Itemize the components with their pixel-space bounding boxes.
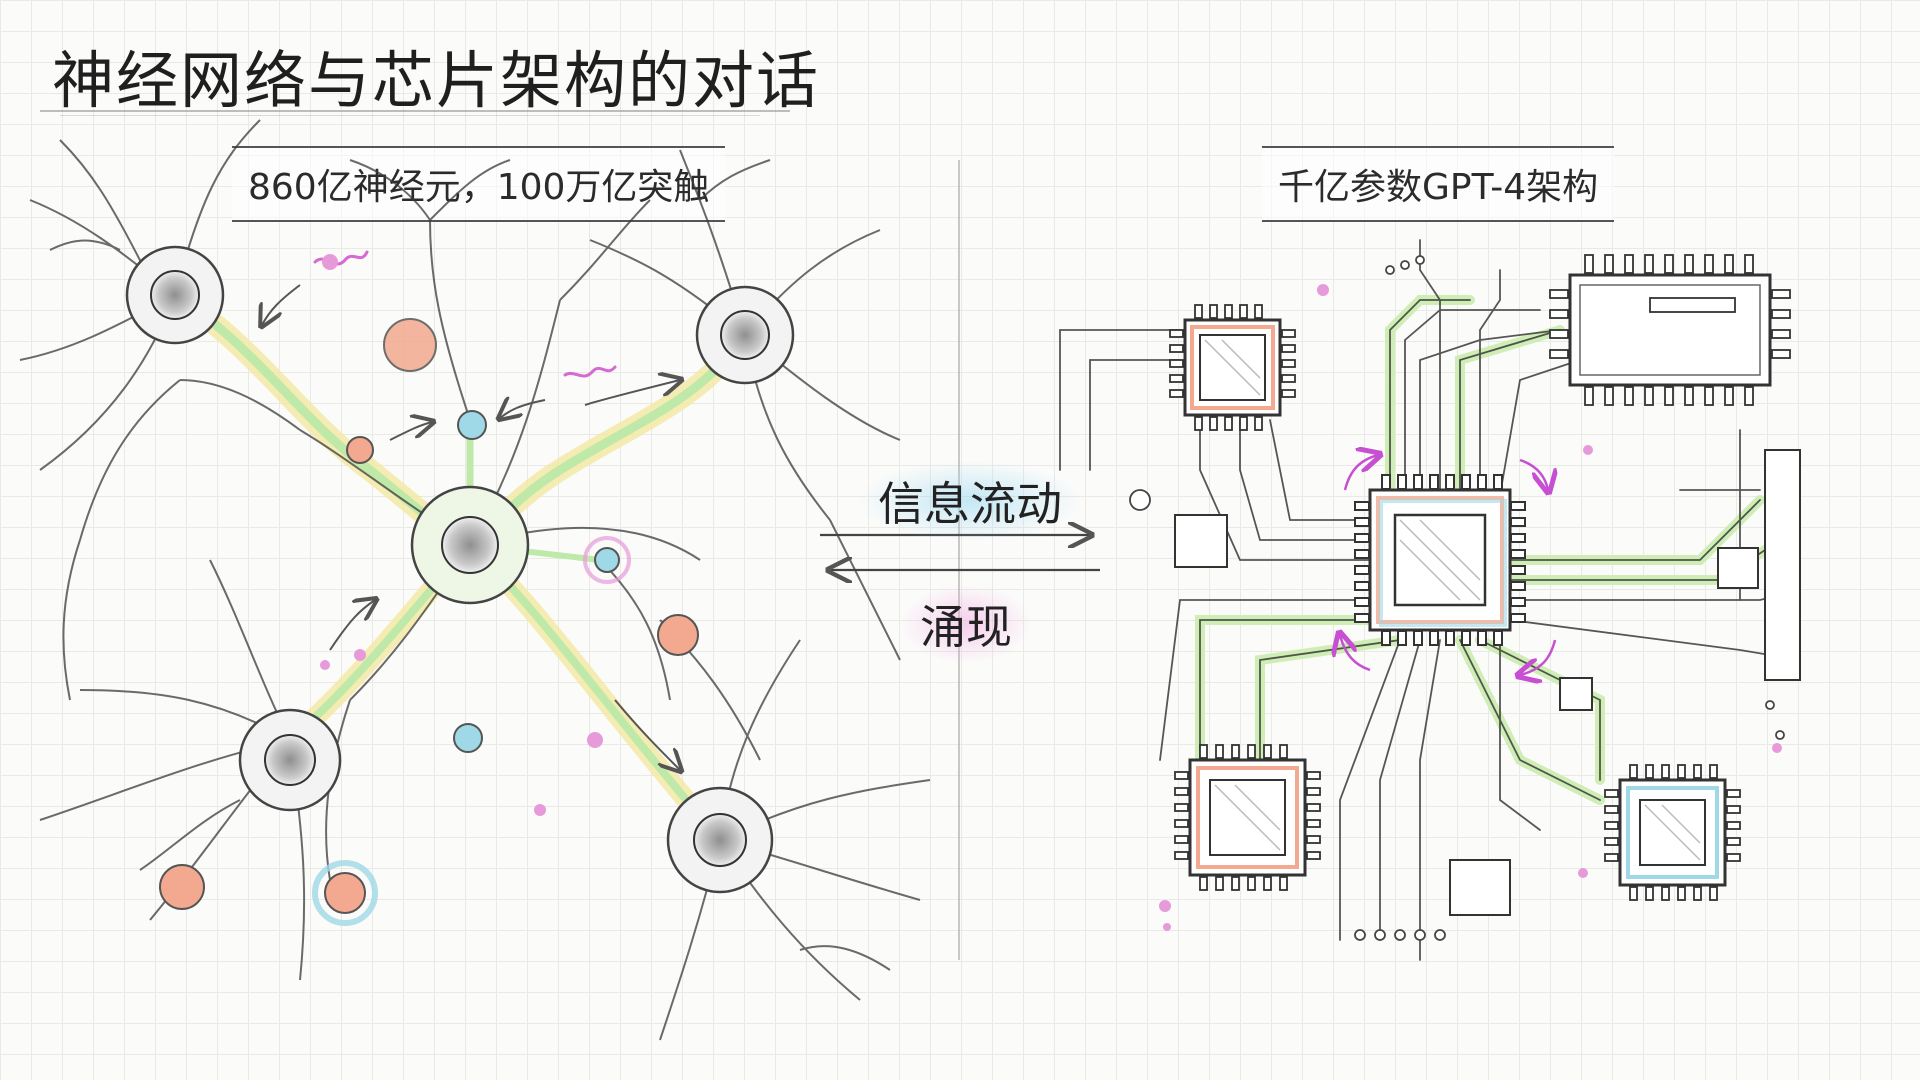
synapse-node-blue [594,547,620,573]
synapse-node-salmon [159,864,205,910]
soma-top-right [695,285,795,385]
center-divider [958,160,960,960]
soma-bottom-right [666,786,774,894]
synapse-nodes [159,318,699,926]
soma-bottom-left [238,708,342,812]
synapse-node-salmon [657,614,699,656]
synapse-node-blue [457,410,487,440]
page-title: 神经网络与芯片架构的对话 [52,44,821,117]
small-components [1174,449,1801,916]
neuron-signal-arrows [262,284,680,770]
neuron-network [19,119,931,1041]
chip-bottom-left [1174,744,1321,891]
central-processor [1354,474,1526,646]
trace-terminals [1129,255,1785,941]
chip-caption: 千亿参数GPT-4架构 [1262,146,1615,222]
flow-arrows [820,535,1100,570]
chip-accent-dots [1159,284,1782,931]
synapse-node-halo [583,536,631,584]
synapse-node-salmon [383,318,437,372]
title-underline [40,110,790,112]
activity-sparkles [313,250,617,816]
synapse-node-salmon-ringed [324,872,366,914]
soma-top-left [125,245,225,345]
flow-backward-label: 涌现 [902,585,1030,663]
neuron-caption: 860亿神经元，100万亿突触 [232,146,726,222]
title-underline-sketch [60,115,760,116]
chip-top-right-ic [1549,254,1791,406]
chip-circuit [1059,239,1801,961]
soma-center [410,485,530,605]
synapse-node-halo [312,860,378,926]
processor-cycle-arrows [1340,455,1555,675]
synapse-node-blue [453,723,483,753]
chip-bottom-right [1604,764,1741,901]
chip-top-left [1169,304,1296,431]
flow-forward-label: 信息流动 [860,462,1080,540]
synapse-node-salmon-small [346,436,374,464]
